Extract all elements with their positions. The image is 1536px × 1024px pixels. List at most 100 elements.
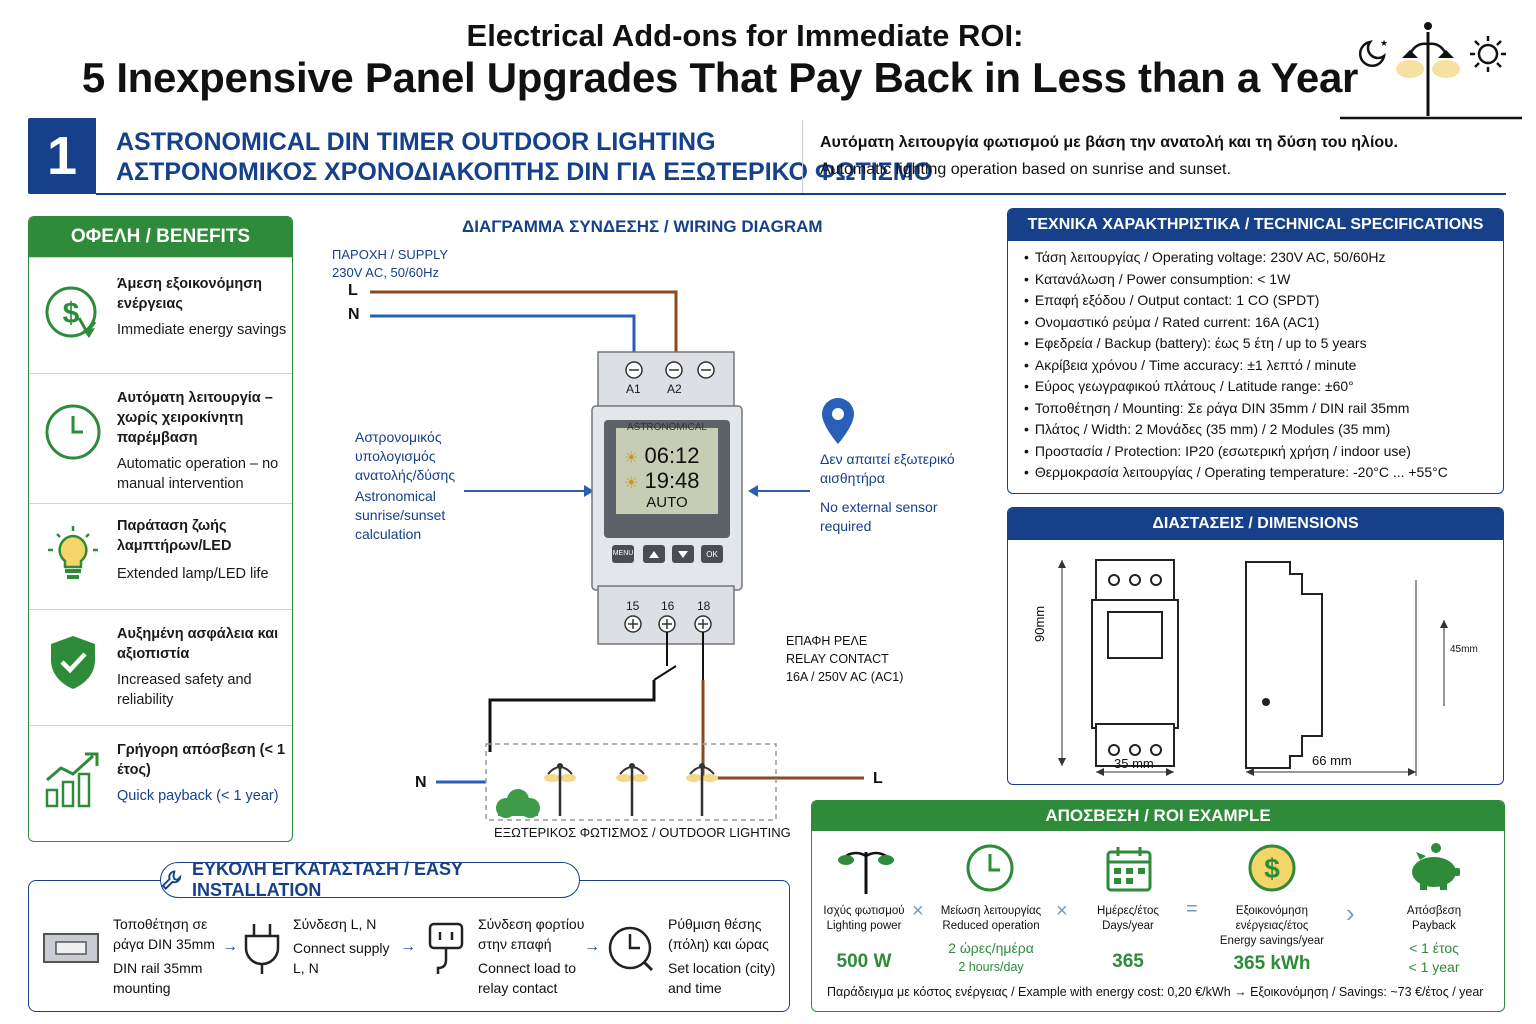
load-N-label: N: [415, 774, 427, 791]
roi-op-multiply: ×: [1056, 900, 1068, 922]
plug-icon: [244, 924, 280, 974]
sunrise-time-value: 06:12: [644, 443, 700, 468]
section-divider: [802, 120, 803, 194]
spec-item: Τοποθέτηση / Mounting: Σε ράγα DIN 35mm …: [1024, 398, 1503, 420]
roi-col1-value: 500 W: [836, 951, 892, 972]
section-description-en: Automatic lighting operation based on su…: [820, 161, 1231, 178]
device-mode: AUTO: [646, 494, 688, 511]
dimension-depth: 66 mm: [1312, 753, 1352, 768]
install-step-1-el: Τοποθέτηση σε ράγα DIN 35mm: [113, 916, 215, 952]
roi-col5-value-el: < 1 έτος: [1409, 940, 1459, 956]
svg-text:$: $: [63, 297, 80, 330]
page-title-line1: Electrical Add-ons for Immediate ROI:: [466, 18, 1024, 53]
sunrise-time: ☀ 06:12: [624, 443, 700, 469]
benefits-panel: ΟΦΕΛΗ / BENEFITS $ Άμεση εξοικονόμηση εν…: [28, 216, 293, 842]
outdoor-lamps: [544, 763, 718, 816]
install-step-3-el: Σύνδεση φορτίου στην επαφή: [478, 916, 585, 952]
svg-text:★: ★: [1380, 38, 1388, 48]
clock-icon: [966, 844, 1014, 892]
supply-L-label: L: [348, 282, 358, 299]
roi-col5-label: Απόσβεση Payback: [1386, 904, 1482, 934]
relay-label-line1: ΕΠΑΦΗ ΡΕΛΕ: [786, 634, 868, 648]
spec-item: Προστασία / Protection: IP20 (εσωτερική …: [1024, 441, 1503, 463]
benefit-title-en: Extended lamp/LED life: [117, 566, 269, 582]
benefit-title-el: Παράταση ζωής λαμπτήρων/LED: [117, 518, 232, 554]
spec-item: Εύρος γεωγραφικού πλάτους / Latitude ran…: [1024, 376, 1503, 398]
roi-panel: ΑΠΟΣΒΕΣΗ / ROI EXAMPLE: [811, 800, 1505, 1012]
install-step-3-en: Connect load to relay contact: [478, 960, 577, 996]
neutral-wire: [370, 314, 636, 360]
roi-footer-note: Παράδειγμα με κόστος ενέργειας / Example…: [827, 985, 1484, 999]
roi-col2-value: 2 ώρες/ημέρα 2 hours/day: [936, 939, 1046, 977]
spec-item: Εφεδρεία / Backup (battery): έως 5 έτη /…: [1024, 333, 1503, 355]
section-title-el: ΑΣΤΡΟΝΟΜΙΚΟΣ ΧΡΟΝΟΔΙΑΚΟΠΤΗΣ DIN ΓΙΑ ΕΞΩΤ…: [116, 158, 933, 186]
device-brand: ASTRONOMICAL: [626, 422, 707, 433]
benefit-title-el: Γρήγορη απόσβεση (< 1 έτος): [117, 742, 286, 778]
benefit-item: Αυτόματη λειτουργία – χωρίς χειροκίνητη …: [29, 373, 292, 503]
roi-col1-label: Ισχύς φωτισμού Lighting power: [816, 904, 912, 934]
specs-heading: ΤΕΧΝΙΚΑ ΧΑΡΑΚΤΗΡΙΣΤΙΚΑ / TECHNICAL SPECI…: [1008, 209, 1503, 241]
street-lamp-icon: [838, 851, 894, 894]
dimension-width: 35 mm: [1114, 756, 1154, 771]
sensor-note-en: No external sensor required: [820, 499, 938, 534]
install-step-2-el: Σύνδεση L, N: [293, 916, 377, 932]
wrench-icon: [161, 870, 182, 890]
dimensions-drawing: [1058, 559, 1448, 776]
sunset-time-value: 19:48: [644, 468, 700, 493]
terminal-a1-label: A1: [626, 382, 641, 396]
shield-check-icon: [51, 636, 95, 689]
install-step-4-en: Set location (city) and time: [668, 960, 776, 996]
dimensions-panel: ΔΙΑΣΤΑΣΕΙΣ / DIMENSIONS 90mm 35 mm 66 mm…: [1007, 507, 1504, 785]
roi-col4-label-el: Εξοικονόμηση ενέργειας/έτος: [1235, 905, 1309, 932]
benefit-title-el: Άμεση εξοικονόμηση ενέργειας: [117, 276, 262, 312]
benefit-title-el: Αυξημένη ασφάλεια και αξιοπιστία: [117, 626, 279, 662]
calendar-icon: [1106, 847, 1152, 892]
supply-N-label: N: [348, 306, 360, 323]
spec-item: Θερμοκρασία λειτουργίας / Operating temp…: [1024, 462, 1503, 484]
roi-col3-label-el: Ημέρες/έτος: [1097, 905, 1159, 917]
supply-label-line1: ΠΑΡΟΧΗ / SUPPLY: [332, 247, 449, 262]
spec-item: Κατανάλωση / Power consumption: < 1W: [1024, 269, 1503, 291]
benefit-title-en: Quick payback (< 1 year): [117, 788, 279, 804]
benefit-item: $ Άμεση εξοικονόμηση ενέργειας Immediate…: [29, 257, 292, 373]
coin-icon: $: [1248, 844, 1296, 892]
wiring-diagram: [370, 290, 864, 821]
technical-specs-panel: ΤΕΧΝΙΚΑ ΧΑΡΑΚΤΗΡΙΣΤΙΚΑ / TECHNICAL SPECI…: [1007, 208, 1504, 494]
spec-item: Τάση λειτουργίας / Operating voltage: 23…: [1024, 247, 1503, 269]
install-step-4-el: Ρύθμιση θέσης (πόλη) και ώρας: [668, 916, 769, 952]
roi-col5-value: < 1 έτος < 1 year: [1386, 939, 1482, 977]
arrow-icon: →: [222, 938, 238, 955]
benefit-item: Γρήγορη απόσβεση (< 1 έτος) Quick paybac…: [29, 725, 292, 841]
install-step-1: Τοποθέτηση σε ράγα DIN 35mm DIN rail 35m…: [113, 914, 233, 998]
roi-col5-value-en: < 1 year: [1408, 959, 1460, 975]
install-step-4: Ρύθμιση θέσης (πόλη) και ώρας Set locati…: [668, 914, 784, 998]
piggy-bank-icon: [1412, 843, 1460, 890]
spec-item: Πλάτος / Width: 2 Μονάδες (35 mm) / 2 Mo…: [1024, 419, 1503, 441]
roi-col2-value-el: 2 ώρες/ημέρα: [948, 940, 1034, 956]
dimension-height: 90mm: [1032, 605, 1047, 642]
bush: [496, 789, 540, 818]
installation-heading-tab: ΕΥΚΟΛΗ ΕΓΚΑΤΑΣΤΑΣΗ / EASY INSTALLATION: [160, 859, 580, 900]
load-wire: [488, 680, 656, 752]
roi-col3-value: 365: [1112, 951, 1144, 972]
section-description-el: Αυτόματη λειτουργία φωτισμού με βάση την…: [820, 134, 1398, 151]
benefit-title-el: Αυτόματη λειτουργία – χωρίς χειροκίνητη …: [117, 390, 273, 446]
clock-set-icon: [608, 926, 654, 972]
relay-contact-label: ΕΠΑΦΗ ΡΕΛΕ RELAY CONTACT 16A / 250V AC (…: [786, 632, 903, 686]
spec-item: Ονομαστικό ρεύμα / Rated current: 16A (A…: [1024, 312, 1503, 334]
sunset-time: ☀ 19:48: [624, 468, 700, 494]
install-step-2: Σύνδεση L, N Connect supply L, N: [293, 914, 403, 978]
roi-col4-label-en: Energy savings/year: [1219, 935, 1325, 947]
load-plug-icon: [428, 922, 464, 974]
benefit-title-en: Increased safety and reliability: [117, 672, 252, 708]
astronomical-calc-note: Αστρονομικός υπολογισμός ανατολής/δύσης …: [355, 428, 465, 544]
arrow-icon: →: [584, 938, 600, 955]
roi-op-equals: =: [1186, 898, 1198, 920]
install-step-2-en: Connect supply L, N: [293, 940, 390, 976]
sensor-note-el: Δεν απαιτεί εξωτερικό αισθητήρα: [820, 451, 955, 486]
terminal-18-label: 18: [697, 599, 711, 613]
benefit-item: Παράταση ζωής λαμπτήρων/LED Extended lam…: [29, 503, 292, 609]
roi-col1-label-el: Ισχύς φωτισμού: [823, 905, 905, 917]
benefit-title-en: Automatic operation – no manual interven…: [117, 456, 279, 492]
roi-col4-label: Εξοικονόμηση ενέργειας/έτος Energy savin…: [1216, 904, 1328, 949]
